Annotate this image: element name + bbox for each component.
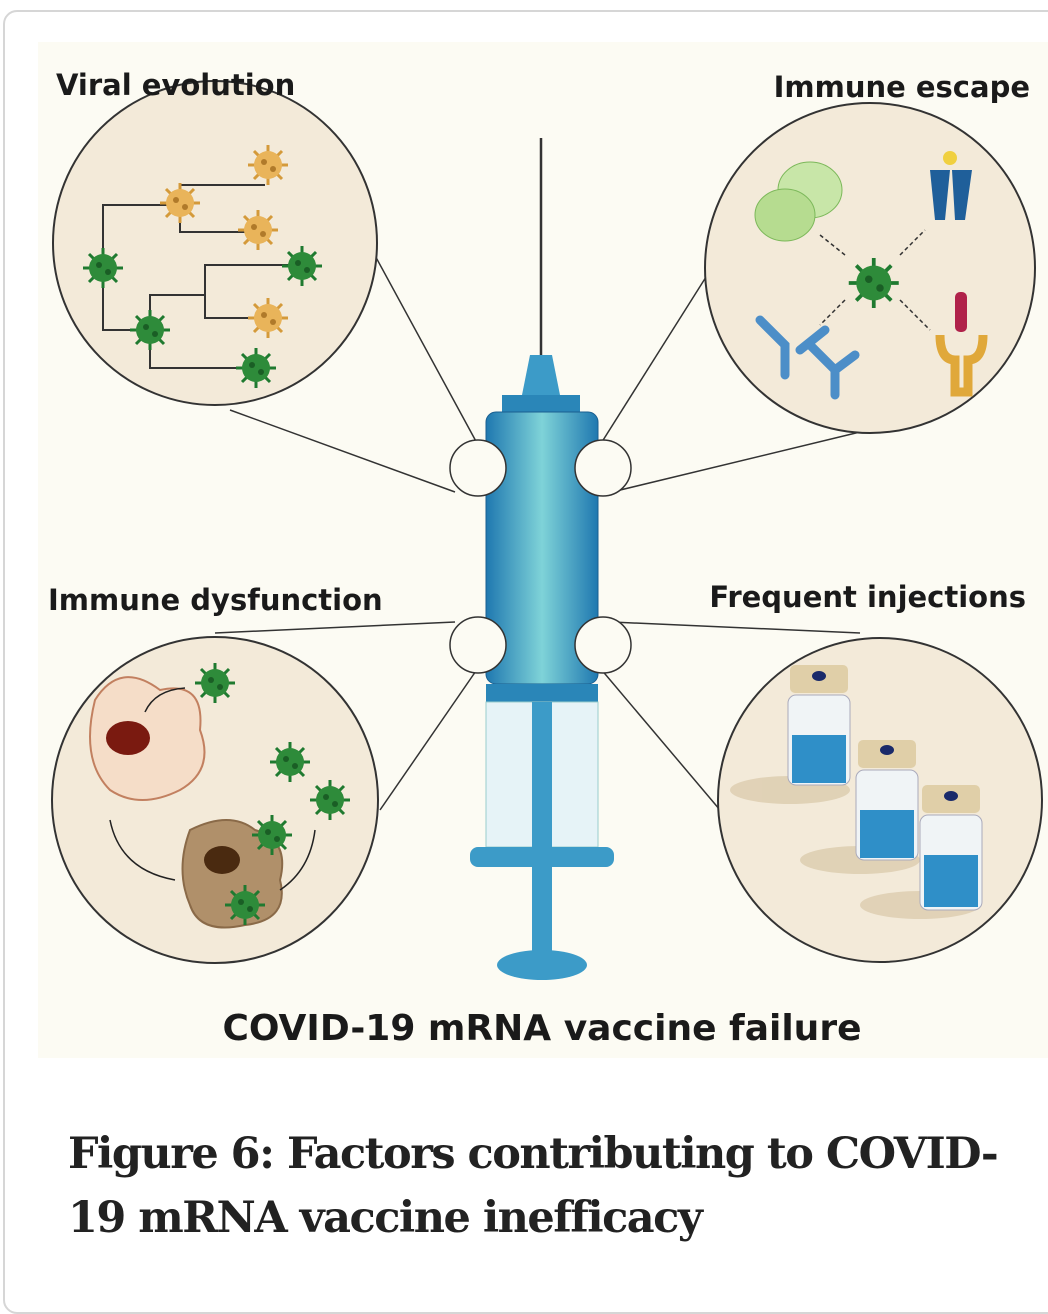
label-viral-evolution: Viral evolution: [56, 68, 295, 102]
vial-icon: [787, 665, 983, 911]
frequent-injections-circle: [717, 637, 1043, 963]
viral-evolution-circle: [52, 80, 378, 406]
connector-lines: [214, 249, 861, 811]
vaccine-failure-diagram: Viral evolution Immune escape Immune dys…: [48, 68, 1043, 1049]
immune-escape-circle: [704, 102, 1036, 434]
figure-caption: Figure 6: Factors contributing to COVID-…: [68, 1129, 999, 1243]
label-immune-escape: Immune escape: [774, 70, 1030, 104]
magnifier-circles: [449, 439, 632, 674]
syringe-icon: [470, 138, 614, 980]
immune-dysfunction-circle: [51, 636, 379, 964]
label-frequent-injections: Frequent injections: [709, 580, 1026, 614]
label-immune-dysfunction: Immune dysfunction: [48, 583, 383, 617]
diagram-title: COVID-19 mRNA vaccine failure: [223, 1008, 862, 1049]
